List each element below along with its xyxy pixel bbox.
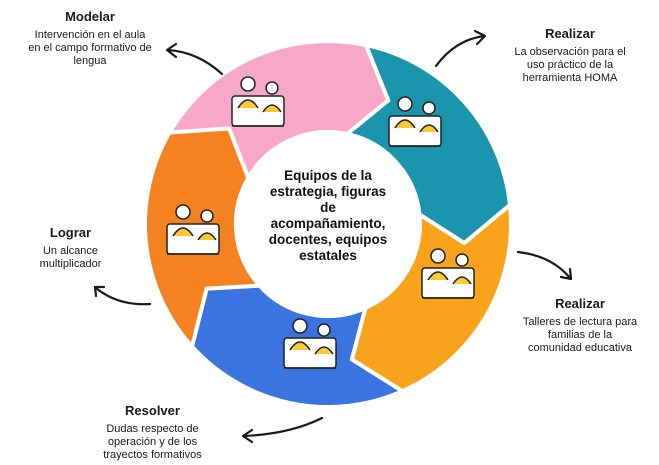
arrow-lograr [94, 286, 152, 306]
person-at-board-icon [388, 96, 442, 147]
arrowhead-icon [93, 285, 106, 298]
arrow-realizar-observacion [434, 34, 486, 68]
arrow-resolver [242, 416, 324, 438]
label-realizar-observacion: Realizar La observación para el uso prác… [495, 26, 645, 85]
label-description: Dudas respecto de operación y de los tra… [103, 423, 202, 461]
label-title: Realizar [545, 26, 595, 41]
arrowhead-icon [241, 428, 254, 444]
video-call-icon [283, 318, 337, 369]
label-title: Resolver [125, 403, 180, 418]
center-circle [253, 149, 403, 299]
label-title: Modelar [65, 9, 115, 24]
label-description: Un alcance multiplicador [39, 245, 102, 270]
arrow-realizar-talleres [516, 250, 572, 280]
people-presenting-icon [231, 76, 285, 127]
group-celebrating-icon [166, 204, 220, 255]
label-title: Lograr [49, 225, 92, 240]
arrows-layer [93, 29, 573, 444]
label-resolver: Resolver Dudas respecto de operación y d… [80, 403, 225, 462]
arrowhead-icon [473, 29, 487, 46]
label-modelar: Modelar Intervención en el aula en el ca… [10, 9, 170, 68]
label-realizar-talleres: Realizar Talleres de lectura para famili… [505, 296, 655, 355]
label-description: Intervención en el aula en el campo form… [28, 29, 152, 67]
center-title: Equipos de la estrategia, figuras de aco… [268, 168, 388, 263]
arrowhead-icon [165, 42, 178, 59]
label-title: Realizar [555, 296, 605, 311]
arrow-modelar [166, 48, 224, 76]
people-reading-icon [421, 248, 475, 299]
label-description: La observación para el uso práctico de l… [514, 46, 626, 84]
illustrations-layer [166, 76, 475, 369]
label-lograr: Lograr Un alcance multiplicador [8, 225, 133, 271]
label-description: Talleres de lectura para familias de la … [522, 316, 638, 354]
arrowhead-icon [559, 267, 573, 281]
